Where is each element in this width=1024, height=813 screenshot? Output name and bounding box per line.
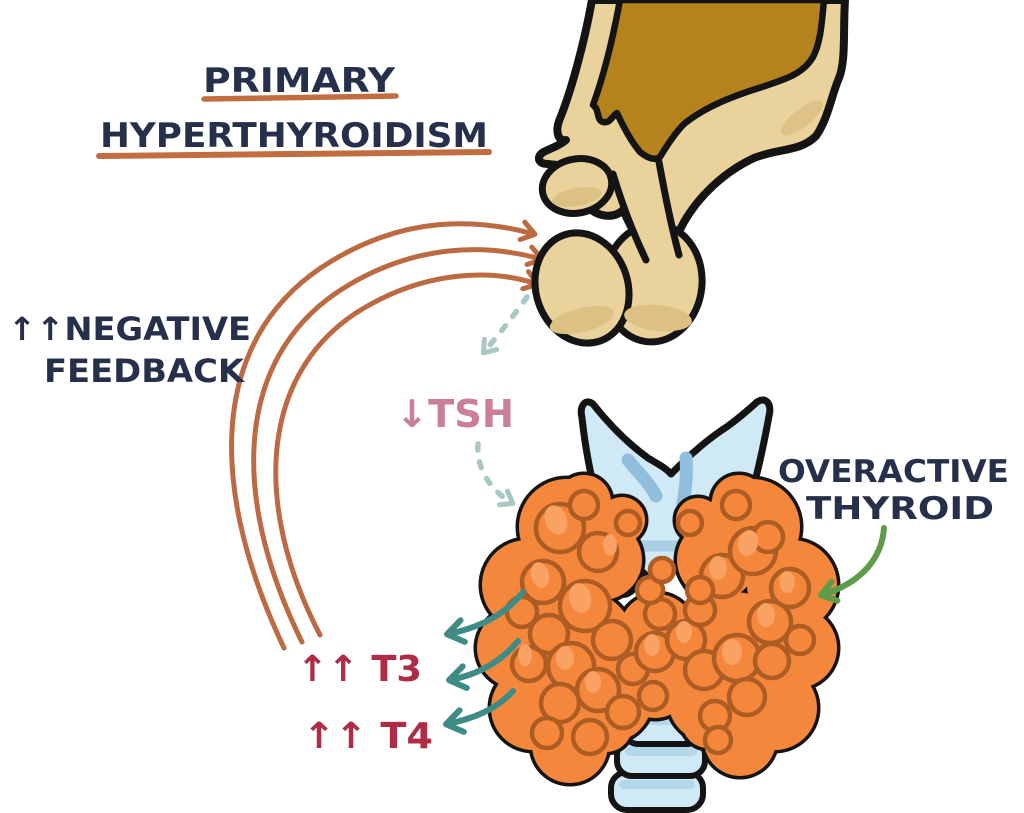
thyroid-illustration — [477, 396, 837, 813]
pituitary-gland-illustration — [531, 0, 849, 347]
title-block: PRIMARY HYPERTHYROIDISM — [96, 61, 492, 159]
negative-feedback-label: ↑↑NEGATIVE FEEDBACK — [8, 310, 251, 390]
t3-label: ↑↑ T3 — [297, 649, 422, 690]
brain-inner-region — [589, 0, 828, 163]
title-underline — [96, 149, 492, 159]
overactive-line1: OVERACTIVE — [778, 454, 1009, 490]
knob-shading — [552, 187, 602, 207]
t4-label: ↑↑ T4 — [303, 716, 433, 757]
wing-shading — [780, 100, 824, 136]
hormone-arrow — [444, 589, 526, 645]
negative-feedback-line2: FEEDBACK — [44, 352, 245, 390]
hormone-arrow — [446, 638, 521, 691]
stalk-edge — [655, 158, 683, 259]
negative-feedback-line1: ↑↑NEGATIVE — [8, 310, 251, 348]
feedback-arrow — [251, 244, 545, 645]
feedback-arrow — [229, 219, 538, 651]
stalk-edge — [609, 170, 650, 264]
title-underline — [201, 93, 399, 102]
tsh-dashed-arrow — [475, 294, 530, 508]
title-line2: HYPERTHYROIDISM — [100, 116, 488, 156]
hormone-arrow — [443, 688, 516, 735]
cartilage-accent — [621, 453, 663, 503]
tsh-dash-upper — [480, 294, 530, 356]
lobe-shading — [624, 304, 692, 332]
tsh-label: ↓TSH — [396, 392, 514, 436]
overactive-pointer-arrow — [818, 525, 887, 604]
lobe-shading — [549, 305, 615, 335]
negative-feedback-arrows — [229, 219, 545, 651]
overactive-thyroid-label: OVERACTIVE THYROID — [778, 454, 1009, 527]
tsh-dash-lower — [475, 441, 516, 508]
thyroid-highlights — [518, 505, 795, 693]
overactive-line2: THYROID — [806, 491, 994, 527]
feedback-arrow — [273, 269, 541, 638]
cartilage-accent — [676, 451, 693, 510]
t3-t4-arrows — [443, 589, 526, 735]
